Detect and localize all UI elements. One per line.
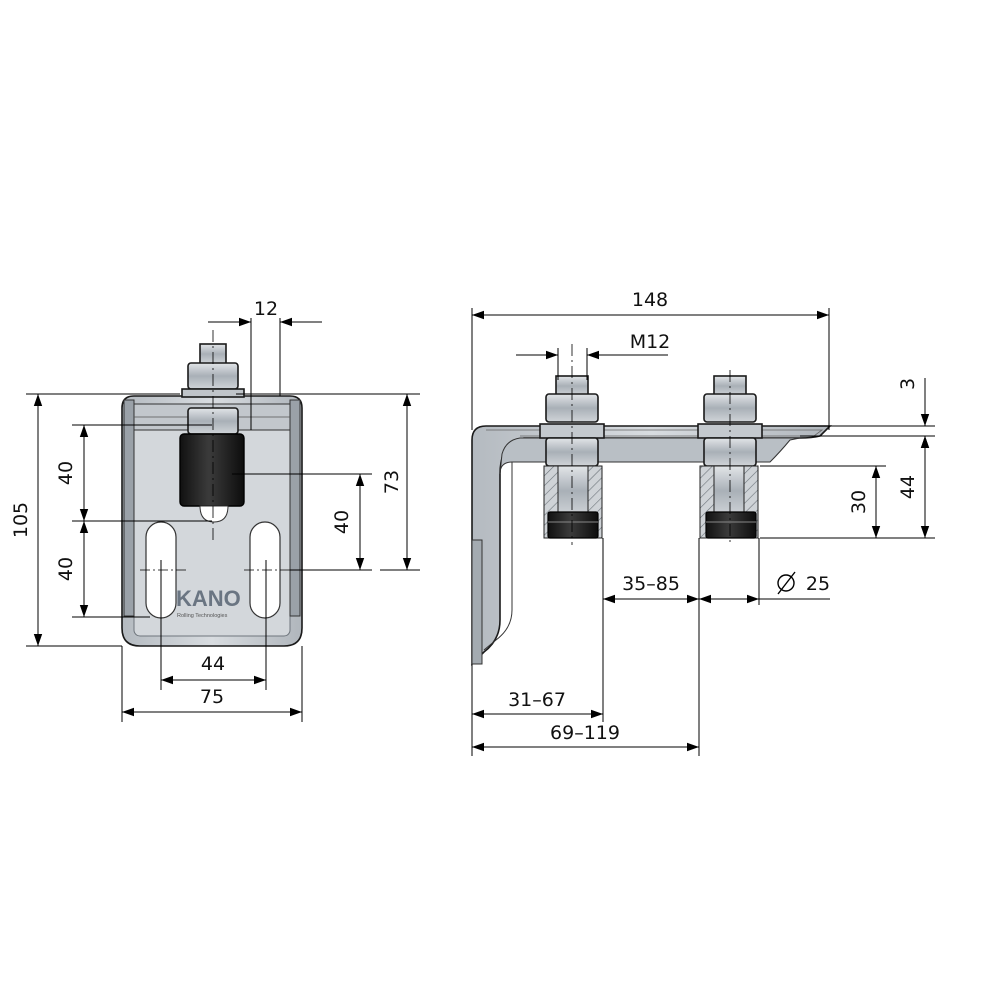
- dim-label-44-side: 44: [897, 475, 919, 499]
- dim-label-3: 3: [897, 378, 919, 390]
- side-roller-1: [539, 375, 605, 539]
- dim-second-roller-offset: 69–119: [472, 722, 699, 752]
- dim-bracket-height: 73: [236, 393, 420, 571]
- dim-slot-height: 40: [232, 473, 372, 571]
- dim-label-75: 75: [200, 686, 224, 708]
- dim-label-12: 12: [254, 298, 278, 320]
- dim-label-m12: M12: [630, 331, 671, 353]
- dim-first-roller-offset: 31–67: [471, 664, 603, 756]
- front-view: KANO Rolling Technologies 12 105 40: [10, 298, 420, 722]
- dim-total-height: 44: [760, 436, 935, 539]
- front-left-flange: [123, 399, 135, 617]
- dim-label-73: 73: [381, 470, 403, 494]
- dim-overall-height: 105: [10, 393, 180, 647]
- dim-label-148: 148: [632, 289, 668, 311]
- side-view: 148 M12 3 44 30: [471, 289, 935, 756]
- dim-label-35-85: 35–85: [622, 573, 680, 595]
- dim-roller-gap: 35–85: [602, 538, 700, 756]
- front-roller: [179, 433, 245, 507]
- dim-label-40-upper: 40: [55, 461, 77, 485]
- dim-label-25: 25: [806, 573, 830, 595]
- dim-upper-40: 40: [55, 424, 212, 522]
- dim-thread: M12: [516, 331, 670, 380]
- dim-label-105: 105: [10, 502, 32, 538]
- dim-label-31-67: 31–67: [508, 689, 566, 711]
- dim-slot-spacing: 44: [160, 560, 267, 690]
- dim-lower-40: 40: [55, 521, 150, 618]
- dim-label-40-lower: 40: [55, 557, 77, 581]
- logo-tagline: Rolling Technologies: [177, 613, 228, 619]
- dim-roller-height: 30: [760, 465, 886, 538]
- dim-overall-width: 75: [121, 646, 303, 722]
- front-center-hole: [199, 505, 229, 523]
- front-right-flange: [289, 399, 301, 617]
- kano-logo: KANO: [176, 586, 241, 611]
- diameter-icon: [777, 571, 796, 595]
- dim-bolt-width: 12: [208, 298, 322, 430]
- dim-label-69-119: 69–119: [550, 722, 620, 744]
- dim-overall-length: 148: [471, 289, 830, 430]
- dim-label-40-right: 40: [331, 510, 353, 534]
- dim-label-44-front: 44: [201, 653, 225, 675]
- dim-roller-diameter: 25: [699, 538, 830, 605]
- dim-label-30: 30: [848, 490, 870, 514]
